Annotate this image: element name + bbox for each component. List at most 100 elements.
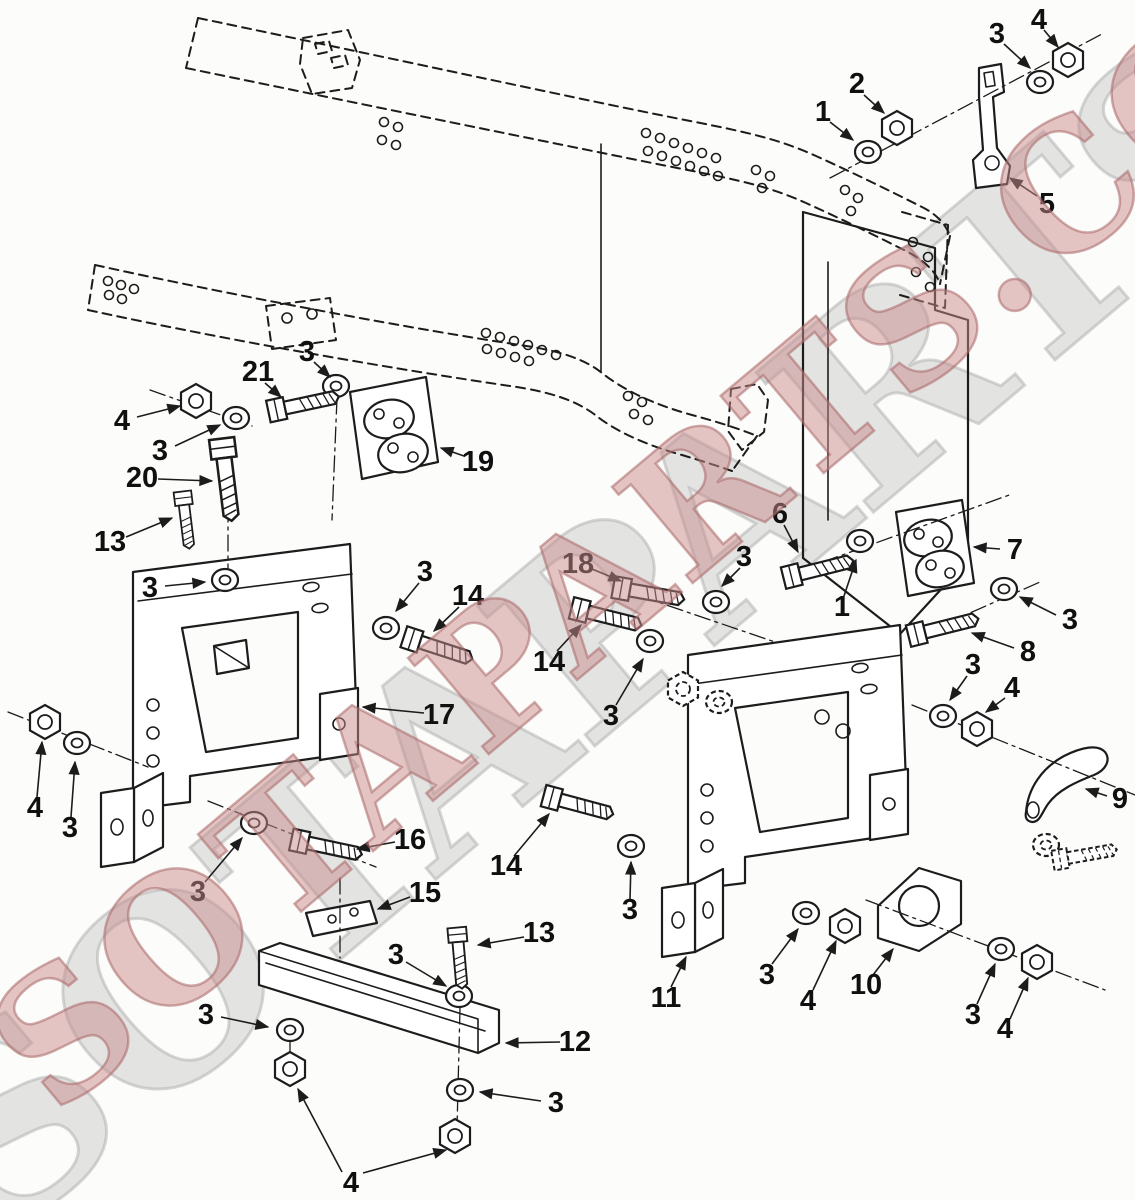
bracket-11 <box>660 623 910 959</box>
leader-line-3 <box>405 961 448 987</box>
callout-13: 13 <box>523 917 555 949</box>
leader-line-10 <box>872 947 894 976</box>
torque-arm-9 <box>1024 746 1109 824</box>
leader-line-3 <box>313 361 332 378</box>
leader-line-3 <box>615 657 644 706</box>
callout-3: 3 <box>965 999 981 1031</box>
callout-19: 19 <box>462 446 494 478</box>
callout-2: 2 <box>849 68 865 100</box>
leader-line-14 <box>513 812 550 857</box>
callout-13: 13 <box>94 526 126 558</box>
link-assembly-19 <box>348 375 440 481</box>
washer <box>210 567 240 593</box>
callout-15: 15 <box>409 877 441 909</box>
leader-line-4 <box>984 697 1006 713</box>
washer <box>986 936 1016 962</box>
callout-3: 3 <box>142 572 158 604</box>
washer <box>704 689 734 715</box>
callout-3: 3 <box>989 18 1005 50</box>
leader-line-6 <box>783 524 799 554</box>
callout-3: 3 <box>299 336 315 368</box>
callout-10: 10 <box>850 969 882 1001</box>
callout-1: 1 <box>815 96 831 128</box>
leader-line-4 <box>1009 976 1029 1020</box>
bracket-5 <box>971 62 1012 190</box>
callout-21: 21 <box>242 356 274 388</box>
rivet-holes <box>102 116 936 426</box>
leader-line-4 <box>362 1147 448 1174</box>
callout-1: 1 <box>834 591 850 623</box>
leader-line-17 <box>361 702 425 714</box>
washer <box>989 576 1019 602</box>
leader-line-14 <box>432 606 460 632</box>
nut <box>828 907 862 945</box>
callout-3: 3 <box>965 649 981 681</box>
callout-20: 20 <box>126 462 158 494</box>
leader-line-1 <box>829 121 855 141</box>
channel-12 <box>257 941 501 1055</box>
callout-3: 3 <box>622 894 638 926</box>
washer <box>791 900 821 926</box>
frame-rails <box>87 17 951 472</box>
leader-line-20 <box>157 474 214 487</box>
leader-line-9 <box>1084 787 1108 799</box>
callout-17: 17 <box>423 699 455 731</box>
leader-line-18 <box>591 568 623 582</box>
callout-3: 3 <box>62 812 78 844</box>
washer <box>275 1017 305 1043</box>
callout-3: 3 <box>548 1087 564 1119</box>
leader-line-14 <box>556 623 582 652</box>
callout-3: 3 <box>198 999 214 1031</box>
leader-line-3 <box>478 1088 542 1102</box>
washer <box>845 528 875 554</box>
leader-line-3 <box>164 577 207 589</box>
plate-10 <box>876 866 963 953</box>
callout-11: 11 <box>651 982 682 1014</box>
leader-line-3 <box>625 860 637 900</box>
callout-12: 12 <box>559 1026 591 1058</box>
washer <box>444 983 474 1009</box>
shim-plate-15 <box>304 899 379 938</box>
leader-line-4 <box>35 740 47 798</box>
leader-line-1 <box>843 558 858 597</box>
leader-line-7 <box>972 542 1001 554</box>
leader-line-3 <box>976 962 996 1005</box>
leader-line-12 <box>504 1037 561 1049</box>
callout-4: 4 <box>997 1013 1013 1045</box>
callout-3: 3 <box>388 939 404 971</box>
callout-14: 14 <box>490 850 522 882</box>
callout-4: 4 <box>343 1167 359 1199</box>
callout-8: 8 <box>1020 636 1036 668</box>
leader-line-3 <box>1018 596 1057 616</box>
callout-14: 14 <box>452 580 484 612</box>
nut <box>960 710 994 748</box>
link-assembly-7 <box>894 498 976 598</box>
callout-3: 3 <box>417 556 433 588</box>
callout-4: 4 <box>1031 4 1047 36</box>
callout-3: 3 <box>736 541 752 573</box>
callout-6: 6 <box>772 498 788 530</box>
leader-line-4 <box>1043 29 1059 49</box>
leader-line-11 <box>670 955 687 988</box>
leader-line-8 <box>970 631 1015 649</box>
leader-line-3 <box>204 836 243 883</box>
leader-line-3 <box>395 582 420 613</box>
leader-line-3 <box>68 760 80 818</box>
nut <box>1020 943 1054 981</box>
leader-line-19 <box>439 446 465 458</box>
callout-3: 3 <box>603 700 619 732</box>
callout-14: 14 <box>533 646 565 678</box>
washer <box>445 1077 475 1103</box>
leader-line-3 <box>220 1016 270 1030</box>
leader-line-3 <box>721 567 741 587</box>
callout-3: 3 <box>152 435 168 467</box>
nut <box>273 1050 307 1088</box>
callout-4: 4 <box>27 792 43 824</box>
nut <box>28 703 62 741</box>
washer <box>616 833 646 859</box>
callout-16: 16 <box>394 824 426 856</box>
leader-line-15 <box>376 896 411 910</box>
